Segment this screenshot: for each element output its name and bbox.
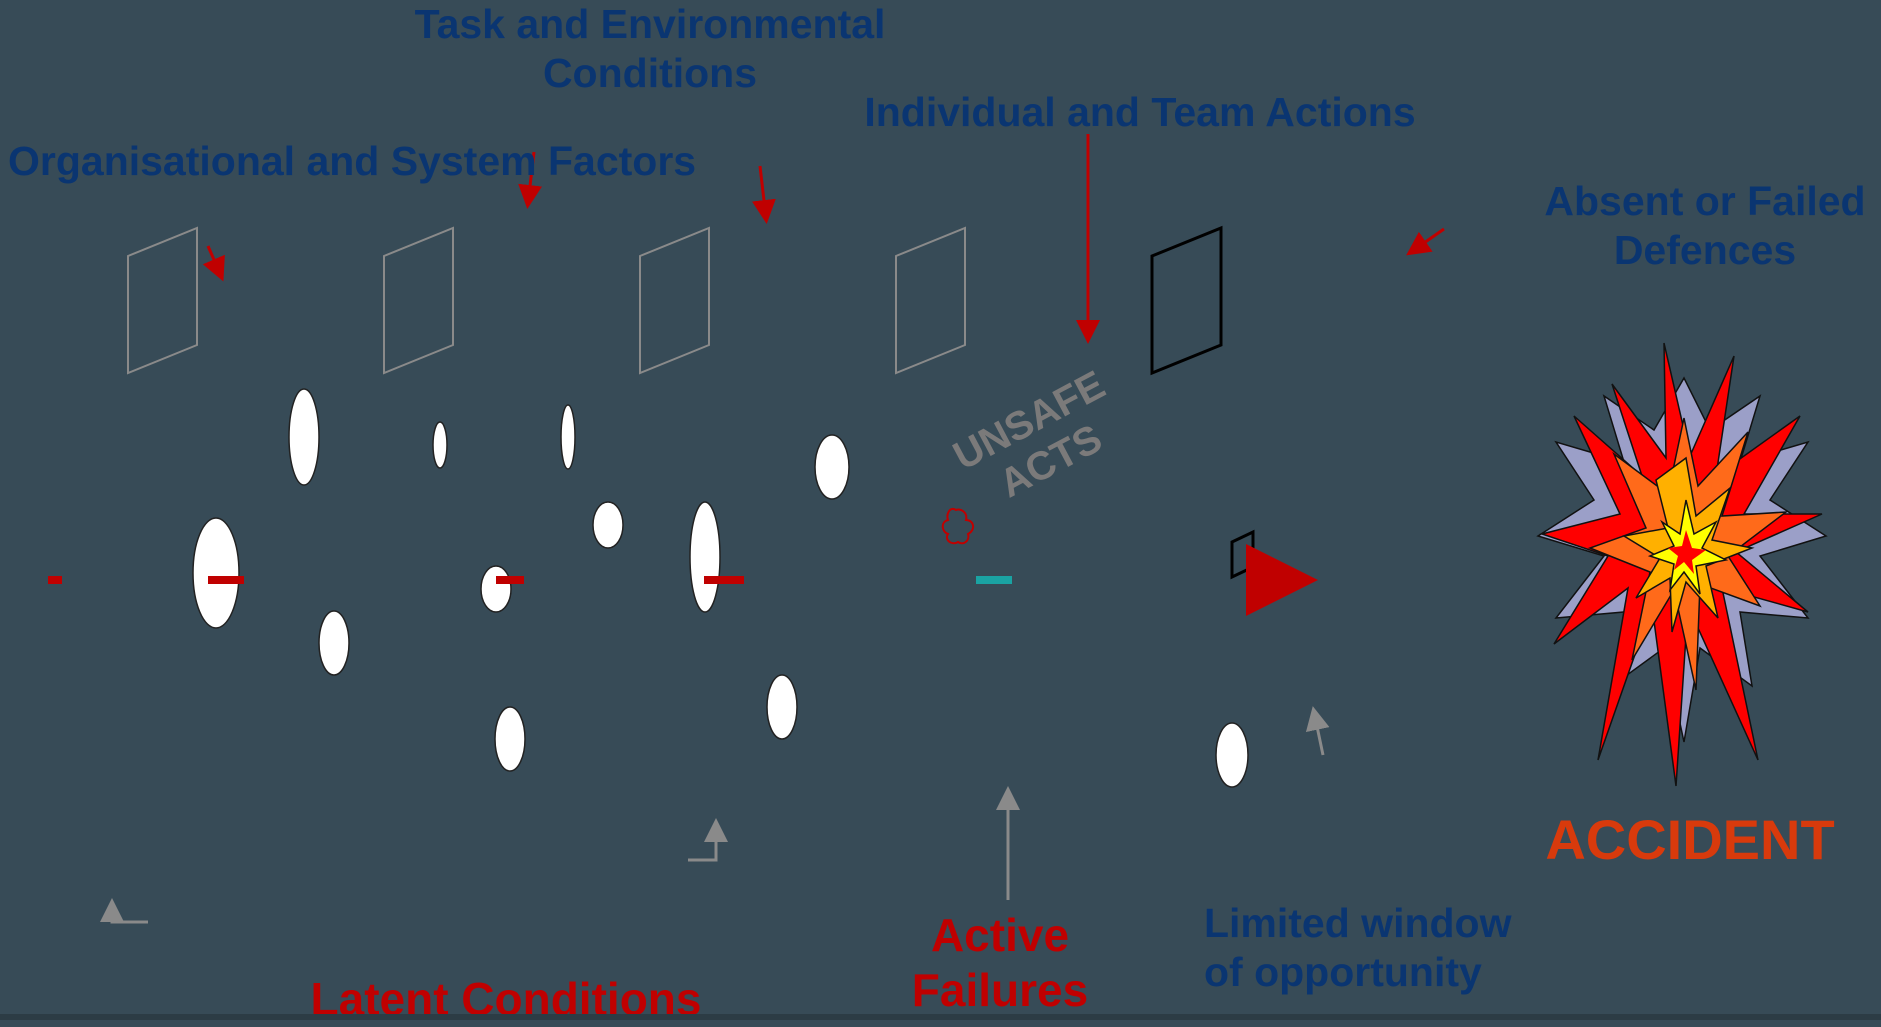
hole (560, 404, 576, 470)
hole (494, 706, 526, 772)
hole (814, 434, 850, 500)
starburst-center (1668, 530, 1706, 574)
hole (1215, 722, 1249, 788)
arrow-to-layer-1 (202, 245, 225, 282)
hole (288, 388, 320, 486)
label-individual: Individual and Team Actions (864, 89, 1416, 135)
label-organisational: Organisational and System Factors (8, 138, 697, 184)
arrow-to-layer-3 (752, 165, 776, 224)
label-accident: ACCIDENT (1545, 808, 1835, 871)
flame-outline-icon (941, 508, 974, 545)
explosion-icon (1536, 342, 1828, 787)
pointer-arrows (202, 134, 1445, 344)
defence-layer-1 (127, 226, 198, 375)
hole (480, 565, 512, 613)
hole (192, 517, 240, 629)
defence-layer-4 (895, 226, 966, 375)
hole (432, 421, 448, 469)
defence-layer-3 (639, 226, 710, 375)
defence-layer-5 (1150, 225, 1223, 376)
arrow-latent-right (688, 818, 728, 862)
arrow-to-layer-2 (518, 151, 543, 209)
label-active-failures: Active Failures (911, 909, 1089, 1017)
arrow-window (1305, 706, 1330, 756)
label-absent-defences: Absent or Failed Defences (1544, 178, 1866, 274)
defence-layer-small (1230, 529, 1255, 580)
label-limited-window: Limited window of opportunity (1204, 900, 1512, 996)
holes (192, 388, 1249, 788)
defence-layer-2 (383, 226, 454, 375)
hole (318, 610, 350, 676)
gray-arrows (100, 706, 1330, 924)
arrow-latent-left (100, 898, 148, 924)
hole (689, 501, 721, 613)
hole (592, 501, 624, 549)
label-task: Task and Environmental Conditions (414, 1, 886, 97)
arrow-to-defences (1406, 227, 1445, 256)
hole (766, 674, 798, 740)
bottom-bar (0, 1014, 1881, 1020)
